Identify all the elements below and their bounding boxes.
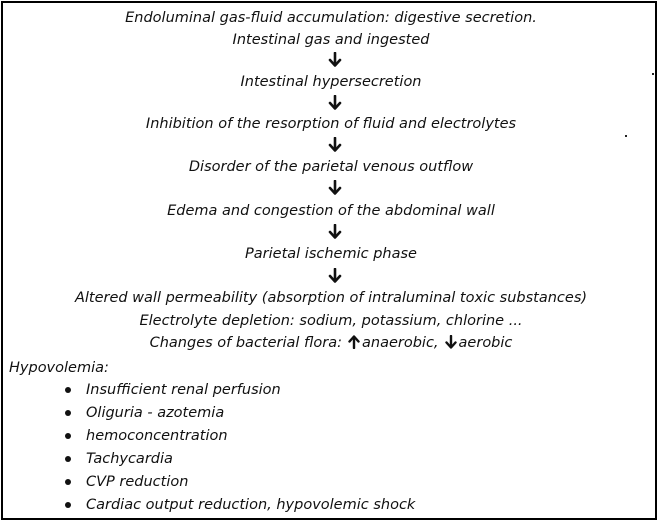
- arrow-down-icon: [3, 267, 659, 283]
- list-item: hemoconcentration: [65, 427, 625, 450]
- bullet-dot-icon: [65, 433, 71, 439]
- flora-down-label: aerobic: [458, 335, 513, 351]
- flora-prefix: Changes of bacterial flora:: [149, 335, 343, 351]
- list-item-text: Oliguria - azotemia: [86, 405, 225, 421]
- hypovolemia-list: Insufficient renal perfusion Oliguria - …: [65, 381, 625, 519]
- bullet-dot-icon: [65, 479, 71, 485]
- list-item: Insufficient renal perfusion: [65, 381, 625, 404]
- flow-step-electrolyte-depletion: Electrolyte depletion: sodium, potassium…: [139, 313, 523, 329]
- bullet-dot-icon: [65, 387, 71, 393]
- flow-step-hypersecretion: Intestinal hypersecretion: [240, 74, 422, 90]
- flow-step-edema-congestion: Edema and congestion of the abdominal wa…: [167, 203, 495, 219]
- diagram-frame: Endoluminal gas-fluid accumulation: dige…: [1, 1, 657, 520]
- flow-step-wall-permeability: Altered wall permeability (absorption of…: [74, 290, 588, 306]
- hypovolemia-title: Hypovolemia:: [9, 360, 109, 376]
- flow-step-intestinal-gas: Intestinal gas and ingested: [232, 32, 430, 48]
- list-item: Cardiac output reduction, hypovolemic sh…: [65, 496, 625, 519]
- list-item: Oliguria - azotemia: [65, 404, 625, 427]
- flow-step-venous-outflow: Disorder of the parietal venous outflow: [188, 159, 474, 175]
- flora-up-label: anaerobic,: [362, 335, 439, 351]
- list-item-text: Cardiac output reduction, hypovolemic sh…: [86, 497, 416, 513]
- arrow-down-icon: [3, 223, 659, 239]
- arrow-up-icon: [348, 335, 360, 349]
- list-item-text: Tachycardia: [86, 451, 173, 467]
- list-item-text: hemoconcentration: [86, 428, 228, 444]
- arrow-down-icon: [3, 136, 659, 152]
- arrow-down-icon: [3, 94, 659, 110]
- flow-step-resorption-inhibition: Inhibition of the resorption of fluid an…: [145, 116, 517, 132]
- bullet-dot-icon: [65, 502, 71, 508]
- list-item: Tachycardia: [65, 450, 625, 473]
- arrow-down-icon: [3, 51, 659, 67]
- bullet-dot-icon: [65, 410, 71, 416]
- flow-step-ischemic-phase: Parietal ischemic phase: [245, 246, 417, 262]
- list-item-text: Insufficient renal perfusion: [86, 382, 281, 398]
- list-item: CVP reduction: [65, 473, 625, 496]
- flow-step-gas-fluid: Endoluminal gas-fluid accumulation: dige…: [125, 10, 537, 26]
- arrow-down-icon: [444, 335, 457, 349]
- list-item-text: CVP reduction: [86, 474, 189, 490]
- arrow-down-icon: [3, 179, 659, 195]
- scan-speck: [652, 73, 654, 75]
- scan-speck: [625, 135, 627, 137]
- bullet-dot-icon: [65, 456, 71, 462]
- flow-step-bacterial-flora: Changes of bacterial flora: anaerobic, aer…: [3, 334, 659, 352]
